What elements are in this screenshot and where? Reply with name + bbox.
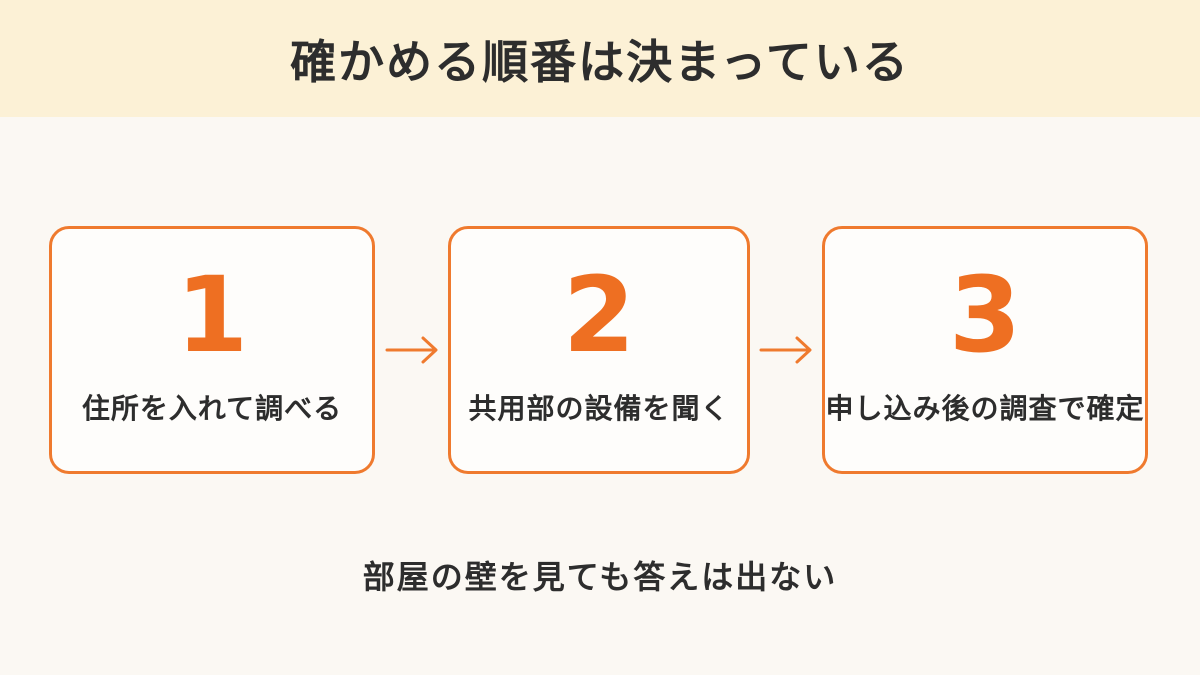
page-title: 確かめる順番は決まっている xyxy=(290,34,910,89)
header-banner: 確かめる順番は決まっている xyxy=(0,0,1200,117)
step-label: 共用部の設備を聞く xyxy=(468,392,730,425)
arrow-right-icon xyxy=(759,336,812,364)
step-label: 住所を入れて調べる xyxy=(81,392,343,425)
step-number: 1 xyxy=(175,254,249,376)
arrow-right-icon xyxy=(385,336,438,364)
step-number: 3 xyxy=(948,254,1022,376)
step-label: 申し込み後の調査で確定 xyxy=(825,392,1145,425)
step-card-1: 1 住所を入れて調べる xyxy=(49,226,375,474)
step-card-3: 3 申し込み後の調査で確定 xyxy=(822,226,1148,474)
step-card-2: 2 共用部の設備を聞く xyxy=(448,226,750,474)
footer-note: 部屋の壁を見ても答えは出ない xyxy=(362,558,838,596)
step-number: 2 xyxy=(562,254,636,376)
